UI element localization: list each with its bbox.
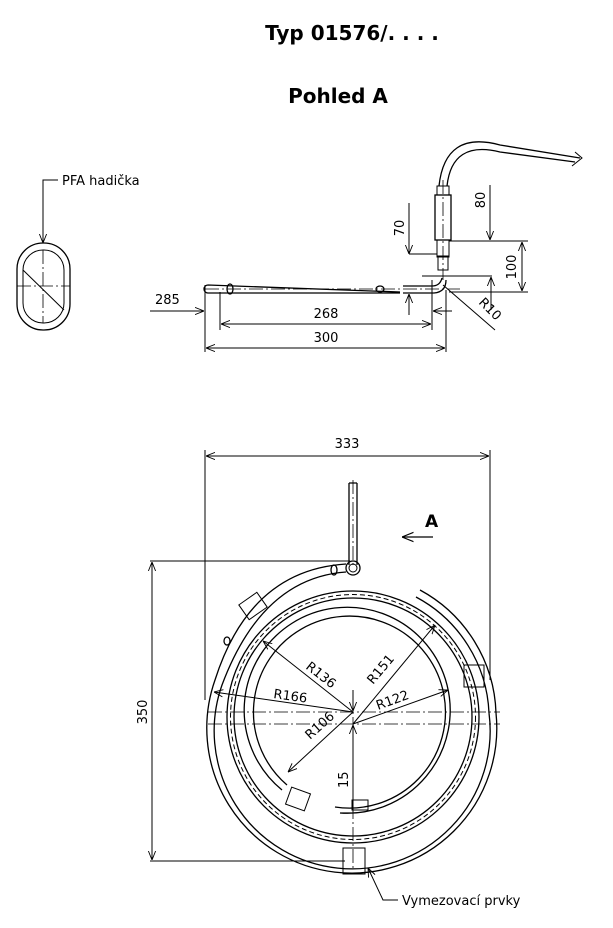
dim-285: 285: [155, 293, 180, 308]
dim-350: 350: [136, 700, 151, 725]
dim-268: 268: [314, 307, 339, 322]
tube-callout: PFA hadička: [62, 174, 140, 189]
tube-cross-section: [16, 179, 71, 331]
dim-80: 80: [474, 192, 489, 209]
dim-333: 333: [335, 437, 360, 452]
dim-15: 15: [337, 771, 352, 788]
dim-r151: R151: [365, 652, 398, 688]
drawing-title: Typ 01576/. . . .: [265, 21, 439, 45]
view-marker-label: A: [425, 512, 439, 532]
top-view: [150, 450, 500, 901]
dim-r10: R10: [475, 295, 504, 324]
dim-r166: R166: [272, 687, 308, 707]
side-view: [150, 141, 583, 352]
view-label: Pohled A: [288, 84, 388, 108]
spacers-callout: Vymezovací prvky: [402, 894, 521, 909]
dim-100: 100: [505, 255, 520, 280]
dim-70: 70: [393, 220, 408, 237]
dim-r136: R136: [303, 659, 339, 692]
dim-r106: R106: [303, 709, 338, 743]
dim-300: 300: [314, 331, 339, 346]
